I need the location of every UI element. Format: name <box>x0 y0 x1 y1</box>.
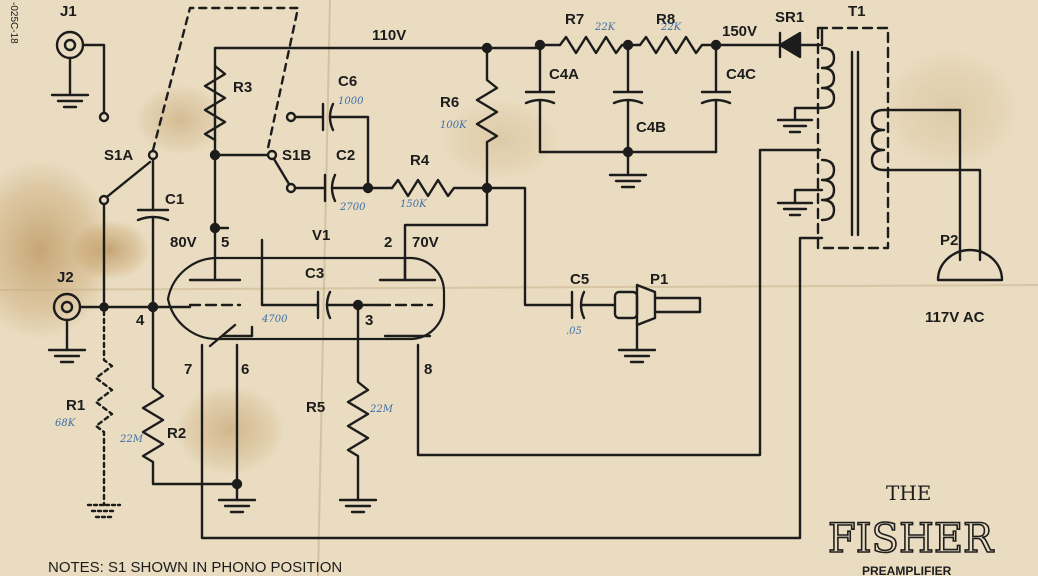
label-c4a: C4A <box>549 66 579 83</box>
resistor-r5 <box>346 303 370 502</box>
tube-v1 <box>166 226 446 348</box>
sheet-code: -025C-18 <box>8 2 19 44</box>
resistor-r3 <box>203 64 227 142</box>
label-pin7: 7 <box>184 361 192 378</box>
capacitor-c5 <box>570 290 617 320</box>
label-c6: C6 <box>338 73 357 90</box>
resistor-r4 <box>390 178 489 198</box>
value-r8: 22K <box>660 22 682 33</box>
jack-j1[interactable] <box>55 30 85 60</box>
label-r4: R4 <box>410 152 430 169</box>
brand-subtitle: PREAMPLIFIER <box>862 564 952 576</box>
value-c5: .05 <box>566 326 582 337</box>
value-r1: 68K <box>55 418 76 429</box>
label-j1: J1 <box>60 3 77 20</box>
resistor-r7 <box>538 35 630 55</box>
label-p2: P2 <box>940 232 958 249</box>
capacitor-c2 <box>293 173 394 203</box>
label-80v: 80V <box>170 234 197 251</box>
label-j2: J2 <box>57 269 74 286</box>
capacitor-c1 <box>136 157 170 309</box>
label-pin8: 8 <box>424 361 432 378</box>
label-150v: 150V <box>722 23 757 40</box>
value-c2: 2700 <box>339 202 366 213</box>
transformer-t1 <box>776 26 982 250</box>
label-pin2: 2 <box>384 234 392 251</box>
label-pin6: 6 <box>241 361 249 378</box>
label-p1: P1 <box>650 271 668 288</box>
label-r5: R5 <box>306 399 325 416</box>
value-r5: 22M <box>369 404 394 415</box>
label-pin4: 4 <box>136 312 145 329</box>
value-c3: 4700 <box>261 314 288 325</box>
value-r7: 22K <box>594 22 616 33</box>
capacitor-c6 <box>293 102 370 190</box>
phono-plug-p1[interactable] <box>613 283 702 364</box>
label-r6: R6 <box>440 94 459 111</box>
resistor-r2 <box>141 305 239 486</box>
capacitor-c4c <box>700 43 732 154</box>
label-c4b: C4B <box>636 119 666 136</box>
label-70v: 70V <box>412 234 439 251</box>
label-pin5: 5 <box>221 234 229 251</box>
label-sr1: SR1 <box>775 9 804 26</box>
label-v1: V1 <box>312 227 330 244</box>
brand-the: THE <box>886 481 931 505</box>
label-r2: R2 <box>167 425 186 442</box>
resistor-r8 <box>626 35 718 55</box>
label-r8: R8 <box>656 11 675 28</box>
label-r1: R1 <box>66 397 85 414</box>
value-r6: 100K <box>440 120 467 131</box>
capacitor-c4b <box>612 43 644 177</box>
label-t1: T1 <box>848 3 866 20</box>
jack-j2[interactable] <box>52 292 82 322</box>
label-117v-ac: 117V AC <box>925 309 985 326</box>
brand-logo-fisher: FISHER <box>828 516 995 562</box>
resistor-r1 <box>94 309 114 507</box>
label-c5: C5 <box>570 271 589 288</box>
label-c3: C3 <box>305 265 324 282</box>
label-c1: C1 <box>165 191 184 208</box>
capacitor-c4a <box>524 43 556 154</box>
label-r7: R7 <box>565 11 584 28</box>
label-s1a: S1A <box>104 147 133 164</box>
value-r4: 150K <box>400 199 427 210</box>
rectifier-sr1 <box>778 28 824 59</box>
label-c4c: C4C <box>726 66 756 83</box>
value-r2: 22M <box>119 434 144 445</box>
label-110v: 110V <box>372 27 406 44</box>
label-s1b: S1B <box>282 147 311 164</box>
label-c2: C2 <box>336 147 355 164</box>
label-r3: R3 <box>233 79 252 96</box>
ac-plug-p2[interactable] <box>936 246 1004 282</box>
resistor-r6 <box>403 46 499 282</box>
label-pin3: 3 <box>365 312 373 329</box>
notes-text: NOTES: S1 SHOWN IN PHONO POSITION <box>48 559 342 576</box>
value-c6: 1000 <box>338 96 364 107</box>
